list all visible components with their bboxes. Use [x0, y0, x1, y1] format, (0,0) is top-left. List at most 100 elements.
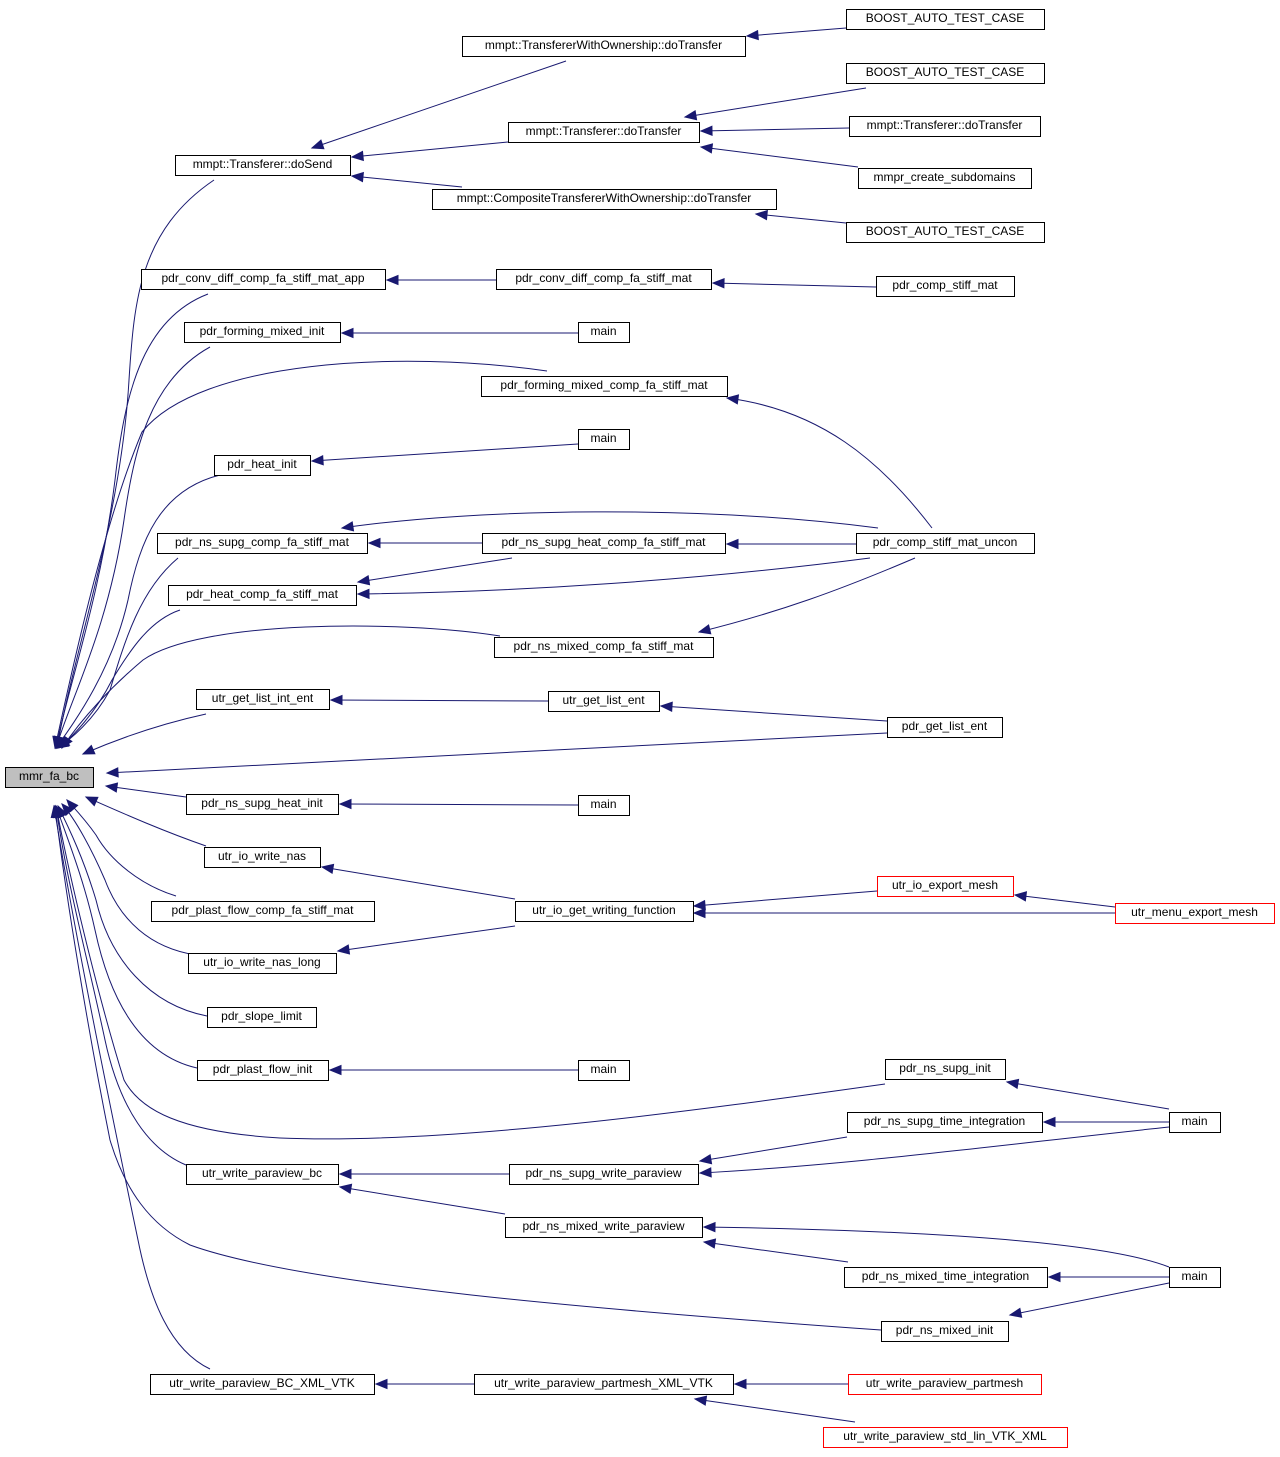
graph-node-pdr-conv-diff-comp-fa-stiff-mat[interactable]: pdr_conv_diff_comp_fa_stiff_mat [496, 269, 712, 290]
call-edge [693, 890, 878, 907]
node-box [482, 533, 726, 554]
arrowhead [725, 538, 739, 550]
graph-node-utr-io-export-mesh[interactable]: utr_io_export_mesh [877, 876, 1014, 897]
graph-node-utr-menu-export-mesh[interactable]: utr_menu_export_mesh [1115, 903, 1275, 924]
call-edge [357, 557, 513, 583]
node-box [214, 455, 311, 476]
graph-node-boost-auto-test-case[interactable]: BOOST_AUTO_TEST_CASE [846, 222, 1045, 243]
graph-node-pdr-ns-supg-comp-fa-stiff-mat[interactable]: pdr_ns_supg_comp_fa_stiff_mat [157, 533, 368, 554]
graph-node-utr-write-paraview-partmesh[interactable]: utr_write_paraview_partmesh [848, 1374, 1042, 1395]
graph-node-pdr-forming-mixed-comp-fa-stiff-mat[interactable]: pdr_forming_mixed_comp_fa_stiff_mat [481, 376, 728, 397]
call-edge [698, 557, 916, 633]
call-edge [54, 805, 882, 1331]
node-box [432, 189, 777, 210]
graph-node-pdr-ns-supg-time-integration[interactable]: pdr_ns_supg_time_integration [847, 1112, 1043, 1133]
graph-node-main[interactable]: main [1169, 1112, 1221, 1133]
graph-node-boost-auto-test-case[interactable]: BOOST_AUTO_TEST_CASE [846, 63, 1045, 84]
graph-node-pdr-forming-mixed-init[interactable]: pdr_forming_mixed_init [184, 322, 341, 343]
graph-node-mmpt-transfererwithownership-dotransfer[interactable]: mmpt::TransfererWithOwnership::doTransfe… [462, 36, 746, 57]
arrowhead [754, 209, 768, 221]
node-box [1115, 903, 1275, 924]
node-box [509, 1164, 699, 1185]
graph-node-mmpt-compositetransfererwithownership-dotransfer[interactable]: mmpt::CompositeTransfererWithOwnership::… [432, 189, 777, 210]
node-box [141, 269, 386, 290]
graph-node-utr-write-paraview-bc-xml-vtk[interactable]: utr_write_paraview_BC_XML_VTK [150, 1374, 375, 1395]
node-label: main [1181, 1114, 1207, 1128]
node-box [462, 36, 746, 57]
graph-node-pdr-ns-supg-write-paraview[interactable]: pdr_ns_supg_write_paraview [509, 1164, 699, 1185]
call-edge [694, 1398, 856, 1423]
graph-node-pdr-ns-supg-init[interactable]: pdr_ns_supg_init [885, 1059, 1006, 1080]
call-edge [56, 179, 215, 749]
graph-node-utr-io-get-writing-function[interactable]: utr_io_get_writing_function [515, 901, 694, 922]
arrowhead [340, 521, 355, 532]
graph-node-utr-write-paraview-std-lin-vtk-xml[interactable]: utr_write_paraview_std_lin_VTK_XML [823, 1427, 1068, 1448]
graph-node-utr-get-list-ent[interactable]: utr_get_list_ent [548, 691, 660, 712]
arrowhead [338, 798, 352, 810]
node-label: mmpt::Transferer::doTransfer [867, 118, 1023, 132]
arrowhead [1013, 891, 1028, 902]
arrowhead [1005, 1078, 1020, 1090]
graph-node-utr-write-paraview-partmesh-xml-vtk[interactable]: utr_write_paraview_partmesh_XML_VTK [474, 1374, 734, 1395]
node-box [846, 63, 1045, 84]
node-label: pdr_ns_supg_comp_fa_stiff_mat [175, 535, 350, 549]
graph-node-pdr-ns-mixed-time-integration[interactable]: pdr_ns_mixed_time_integration [844, 1267, 1048, 1288]
graph-node-pdr-plast-flow-comp-fa-stiff-mat[interactable]: pdr_plast_flow_comp_fa_stiff_mat [151, 901, 375, 922]
graph-node-pdr-comp-stiff-mat-uncon[interactable]: pdr_comp_stiff_mat_uncon [856, 533, 1035, 554]
node-box [197, 1060, 329, 1081]
node-label: pdr_ns_supg_time_integration [864, 1114, 1025, 1128]
graph-node-main[interactable]: main [578, 429, 630, 450]
graph-node-main[interactable]: main [578, 322, 630, 343]
node-label: utr_io_write_nas [218, 849, 306, 863]
graph-node-pdr-slope-limit[interactable]: pdr_slope_limit [207, 1007, 317, 1028]
node-box [885, 1059, 1006, 1080]
node-box [151, 901, 375, 922]
node-label: pdr_plast_flow_comp_fa_stiff_mat [172, 903, 355, 917]
call-edge [703, 1226, 1170, 1268]
node-box [858, 168, 1032, 189]
graph-node-pdr-ns-supg-heat-comp-fa-stiff-mat[interactable]: pdr_ns_supg_heat_comp_fa_stiff_mat [482, 533, 726, 554]
node-box [496, 269, 712, 290]
graph-node-mmpt-transferer-dotransfer[interactable]: mmpt::Transferer::doTransfer [508, 122, 700, 143]
node-label: mmpt::CompositeTransfererWithOwnership::… [457, 191, 752, 205]
graph-node-pdr-plast-flow-init[interactable]: pdr_plast_flow_init [197, 1060, 329, 1081]
node-label: utr_write_paraview_partmesh_XML_VTK [494, 1376, 713, 1390]
graph-node-main[interactable]: main [1169, 1267, 1221, 1288]
node-box [150, 1374, 375, 1395]
node-box [849, 116, 1041, 137]
graph-node-main[interactable]: main [578, 1060, 630, 1081]
node-label: pdr_comp_stiff_mat [892, 278, 998, 292]
node-label: pdr_slope_limit [221, 1009, 302, 1023]
graph-node-pdr-ns-mixed-write-paraview[interactable]: pdr_ns_mixed_write_paraview [505, 1217, 703, 1238]
graph-node-pdr-ns-supg-heat-init[interactable]: pdr_ns_supg_heat_init [186, 794, 339, 815]
graph-node-boost-auto-test-case[interactable]: BOOST_AUTO_TEST_CASE [846, 9, 1045, 30]
node-box [578, 795, 630, 816]
node-label: pdr_comp_stiff_mat_uncon [873, 535, 1018, 549]
arrowhead [745, 29, 759, 41]
graph-node-pdr-conv-diff-comp-fa-stiff-mat-app[interactable]: pdr_conv_diff_comp_fa_stiff_mat_app [141, 269, 386, 290]
call-edge [55, 293, 209, 749]
graph-node-pdr-comp-stiff-mat[interactable]: pdr_comp_stiff_mat [876, 276, 1015, 297]
graph-node-mmpt-transferer-dotransfer[interactable]: mmpt::Transferer::doTransfer [849, 116, 1041, 137]
graph-node-mmpt-transferer-dosend[interactable]: mmpt::Transferer::doSend [175, 155, 351, 176]
arrowhead [697, 624, 712, 635]
graph-node-mmr-fa-bc[interactable]: mmr_fa_bc [5, 767, 94, 788]
graph-node-mmpr-create-subdomains[interactable]: mmpr_create_subdomains [858, 168, 1032, 189]
graph-node-pdr-heat-init[interactable]: pdr_heat_init [214, 455, 311, 476]
graph-node-main[interactable]: main [578, 795, 630, 816]
node-label: pdr_ns_mixed_time_integration [862, 1269, 1029, 1283]
graph-node-utr-io-write-nas[interactable]: utr_io_write_nas [204, 847, 321, 868]
call-edge [351, 141, 509, 158]
graph-node-pdr-ns-mixed-init[interactable]: pdr_ns_mixed_init [881, 1321, 1009, 1342]
call-edge [339, 803, 579, 806]
graph-node-utr-get-list-int-ent[interactable]: utr_get_list_int_ent [196, 689, 330, 710]
graph-node-utr-io-write-nas-long[interactable]: utr_io_write_nas_long [188, 953, 337, 974]
graph-node-pdr-heat-comp-fa-stiff-mat[interactable]: pdr_heat_comp_fa_stiff_mat [168, 585, 357, 606]
graph-node-utr-write-paraview-bc[interactable]: utr_write_paraview_bc [186, 1164, 339, 1185]
graph-node-pdr-get-list-ent[interactable]: pdr_get_list_ent [887, 717, 1003, 738]
node-box [515, 901, 694, 922]
call-edge [311, 443, 579, 462]
call-edge [1014, 894, 1116, 908]
graph-node-pdr-ns-mixed-comp-fa-stiff-mat[interactable]: pdr_ns_mixed_comp_fa_stiff_mat [494, 637, 714, 658]
call-edge [330, 699, 549, 702]
